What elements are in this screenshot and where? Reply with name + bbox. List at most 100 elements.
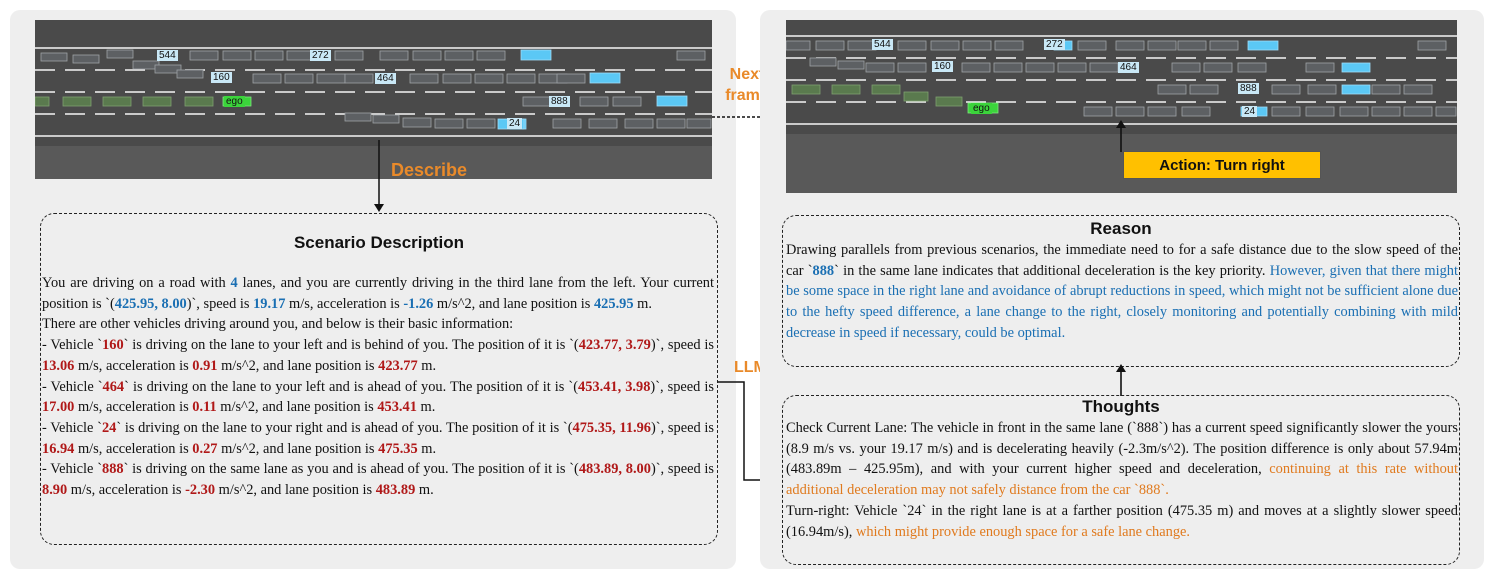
text-run: )`, speed is: [650, 337, 715, 354]
text-run: 475.35, 11.96: [572, 419, 651, 436]
text-run: m/s^2, and lane position is: [433, 295, 594, 312]
text-run: m/s, acceleration is: [74, 357, 193, 374]
vehicle-label-464: 464: [375, 73, 396, 84]
text-run: Drawing parallels from previous scenario…: [786, 242, 1458, 279]
vehicle-label-ego: ego: [971, 103, 992, 114]
action-arrow: [1116, 120, 1126, 152]
text-run: - Vehicle `: [42, 378, 103, 395]
text-run: 13.06: [42, 357, 75, 374]
vehicle-label-544: 544: [157, 50, 178, 61]
text-run: continuing at this rate without addition…: [786, 461, 1458, 499]
text-run: m.: [633, 295, 652, 312]
text-run: m/s, acceleration is: [285, 295, 404, 312]
thoughts-title: Thoughts: [1082, 397, 1160, 416]
scenario-text: You are driving on a road with 4 lanes, …: [42, 273, 714, 501]
action-box: Action: Turn right: [1123, 151, 1321, 179]
text-run: m/s^2, and lane position is: [215, 482, 376, 499]
vehicle-label-24: 24: [507, 118, 523, 129]
text-run: 0.27: [192, 440, 218, 457]
text-run: 0.91: [192, 357, 218, 374]
text-run: 423.77: [378, 357, 418, 374]
text-run: ` is driving on the same lane as you and…: [123, 461, 579, 478]
text-run: 453.41, 3.98: [578, 378, 651, 395]
text-run: which might provide enough space for a s…: [855, 523, 1191, 540]
text-run: 19.17: [253, 295, 286, 312]
thoughts-p2: Turn-right: Vehicle `24` in the right la…: [786, 501, 1458, 542]
scenario-p2: There are other vehicles driving around …: [42, 314, 714, 335]
scenario-title: Scenario Description: [293, 233, 465, 252]
next-frame-line-2: frame: [725, 87, 769, 104]
vehicle-label-160: 160: [932, 61, 953, 72]
reason-p1: Drawing parallels from previous scenario…: [786, 240, 1458, 344]
scenario-p3: - Vehicle `160` is driving on the lane t…: [42, 335, 714, 376]
describe-arrow: [374, 140, 384, 212]
text-run: )`, speed is: [186, 295, 254, 312]
text-run: 17.00: [42, 399, 75, 416]
text-run: m/s, acceleration is: [67, 482, 186, 499]
scenario-description-box: [40, 213, 718, 545]
vehicle-label-888: 888: [549, 96, 570, 107]
text-run: m/s^2, and lane position is: [217, 357, 379, 374]
text-run: 483.89, 8.00: [578, 461, 651, 478]
text-run: -2.30: [185, 482, 216, 499]
vehicle-label-160: 160: [211, 72, 232, 83]
vehicle-label-24: 24: [1242, 106, 1258, 117]
llm-label: LLM: [734, 359, 767, 376]
right-road-scene: 544 272 160 464 888 ego 24: [786, 20, 1457, 193]
text-run: ` is driving on the lane to your left an…: [124, 378, 579, 395]
text-run: - Vehicle `: [42, 419, 102, 436]
text-run: 464: [102, 378, 125, 395]
scenario-p5: - Vehicle `24` is driving on the lane to…: [42, 418, 714, 459]
text-run: 16.94: [42, 440, 75, 457]
text-run: Turn-right: Vehicle `24` in the right la…: [786, 502, 1458, 540]
text-run: m/s^2, and lane position is: [216, 399, 378, 416]
vehicle-label-544: 544: [872, 39, 893, 50]
thoughts-text: Check Current Lane: The vehicle in front…: [786, 418, 1458, 542]
text-run: 423.77, 3.79: [578, 337, 651, 354]
text-run: m/s, acceleration is: [74, 440, 193, 457]
text-run: 8.90: [42, 482, 68, 499]
scenario-p1: You are driving on a road with 4 lanes, …: [42, 273, 714, 314]
text-run: m.: [417, 357, 437, 374]
vehicle-label-272: 272: [310, 50, 331, 61]
vehicle-label-464: 464: [1118, 62, 1139, 73]
text-run: 453.41: [377, 399, 417, 416]
text-run: ` is driving on the lane to your right a…: [116, 419, 573, 436]
reason-text: Drawing parallels from previous scenario…: [786, 240, 1458, 344]
text-run: )`, speed is: [651, 419, 714, 436]
text-run: However, given that there might be some …: [786, 262, 1459, 341]
text-run: 483.89: [375, 482, 416, 499]
text-run: m.: [417, 440, 437, 457]
text-run: m/s, acceleration is: [74, 399, 193, 416]
thoughts-p1: Check Current Lane: The vehicle in front…: [786, 418, 1458, 501]
text-run: lanes, and you are currently driving in …: [42, 275, 714, 312]
thoughts-box: [782, 395, 1460, 565]
text-run: m.: [415, 482, 434, 499]
thoughts-to-reason-arrow: [1116, 364, 1126, 396]
next-frame-line-1: Next: [729, 66, 765, 83]
text-run: There are other vehicles driving around …: [42, 316, 514, 333]
text-run: - Vehicle `: [42, 461, 102, 478]
text-run: 4: [230, 275, 238, 291]
text-run: -1.26: [403, 295, 434, 312]
vehicle-label-ego: ego: [224, 96, 245, 107]
text-run: 425.95: [593, 295, 634, 312]
text-run: )`, speed is: [650, 461, 715, 478]
text-run: 160: [102, 337, 124, 354]
scenario-p4: - Vehicle `464` is driving on the lane t…: [42, 377, 714, 418]
text-run: 24: [101, 419, 117, 436]
vehicle-label-888: 888: [1238, 83, 1259, 94]
vehicle-label-272: 272: [1044, 39, 1065, 50]
left-road-scene: 544 272 160 464 ego 888 24: [35, 20, 712, 179]
text-run: ` in the same lane indicates that additi…: [834, 262, 1270, 279]
text-run: 475.35: [378, 440, 418, 457]
text-run: - Vehicle `: [42, 337, 103, 354]
describe-label: Describe: [391, 160, 468, 180]
text-run: m/s^2, and lane position is: [217, 440, 379, 457]
text-run: Check Current Lane: The vehicle in front…: [786, 420, 1458, 478]
next-frame-label: Next frame: [718, 64, 776, 106]
text-run: 888: [102, 461, 124, 478]
text-run: )`, speed is: [650, 378, 715, 395]
text-run: 0.11: [192, 399, 217, 416]
text-run: You are driving on a road with: [42, 275, 231, 291]
